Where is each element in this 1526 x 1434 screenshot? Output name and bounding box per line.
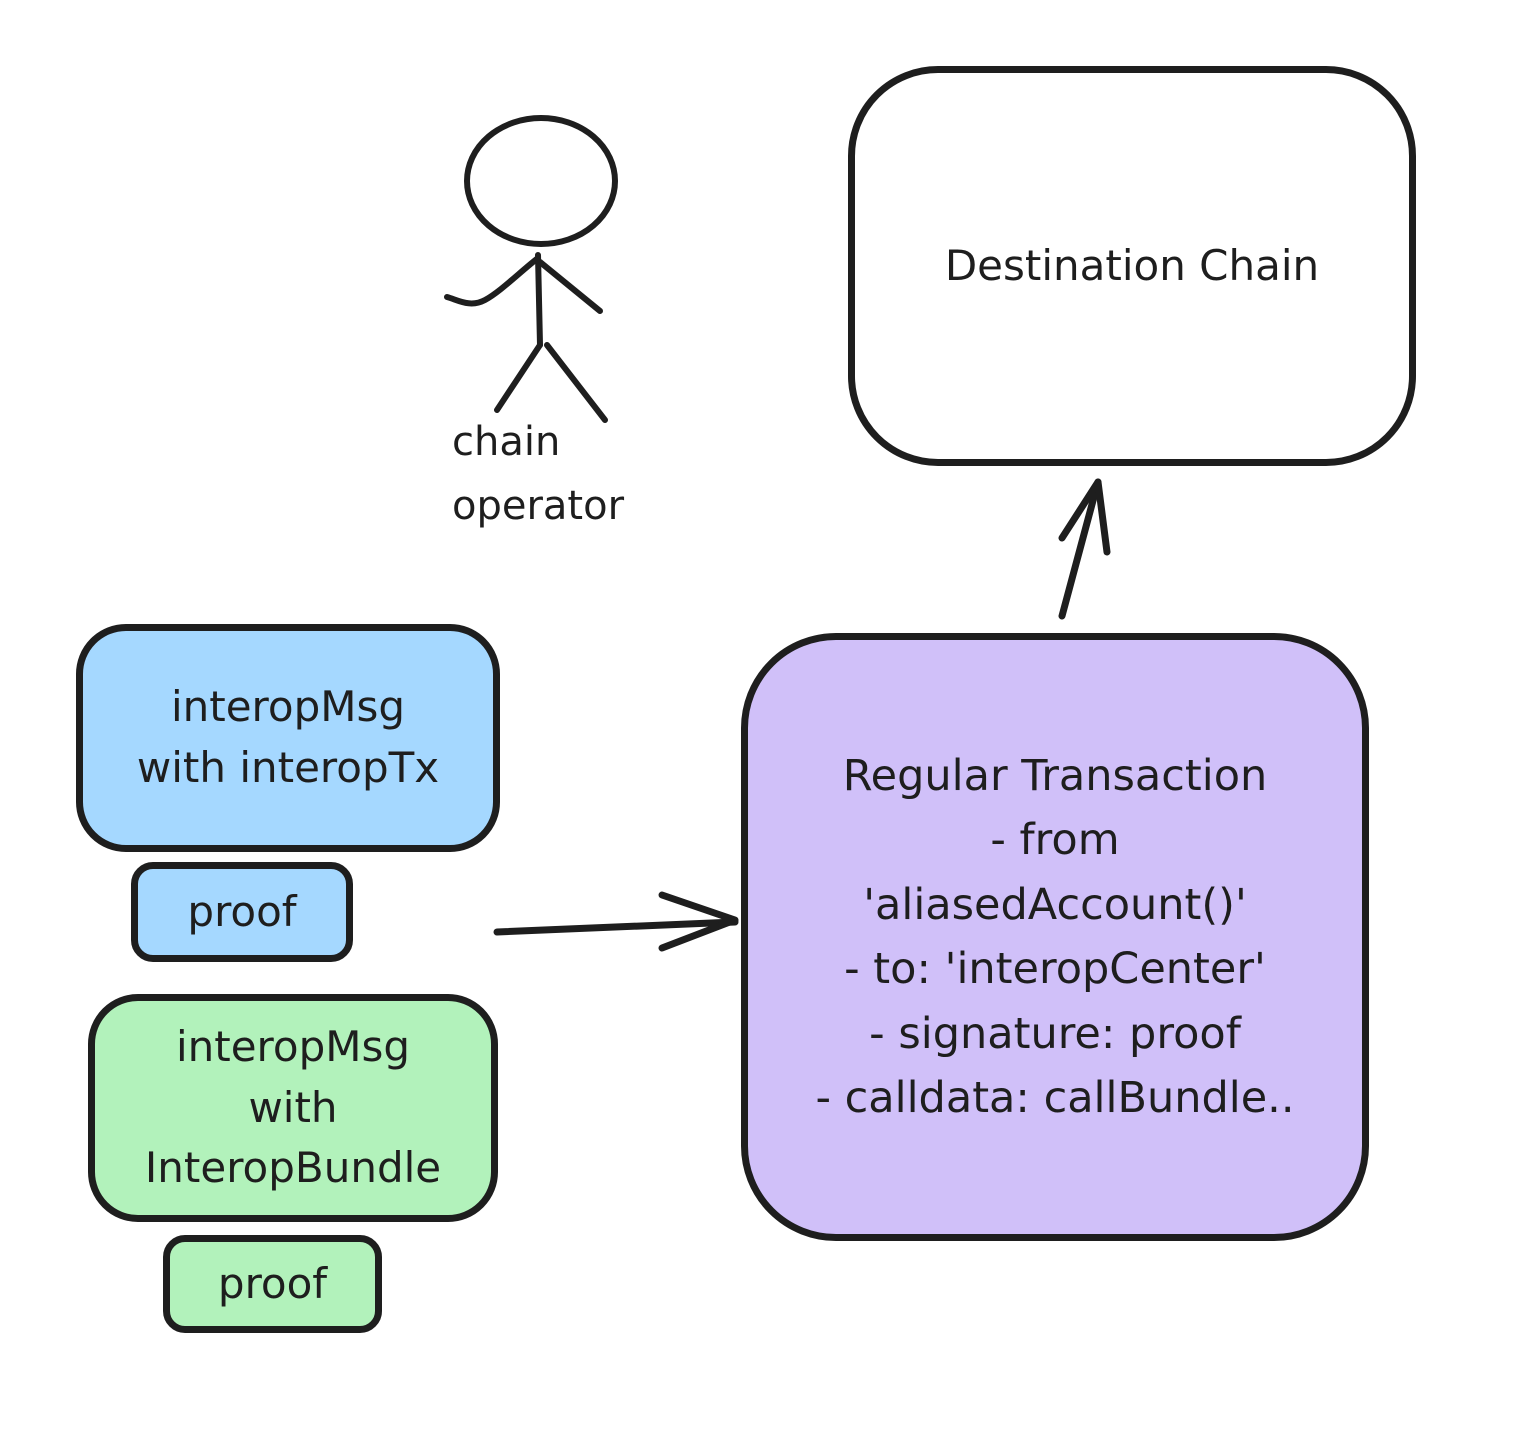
stick-figure-right-leg [544,342,608,423]
actor-label-line: chain [452,419,561,465]
regular-transaction-line: 'aliasedAccount()' [863,879,1247,930]
destination-chain-title: Destination Chain [944,241,1320,290]
interop-tx-proof-label: proof [187,886,297,936]
stick-figure-right-arm [537,259,603,314]
stick-figure-body [535,252,543,348]
interop-bundle-line: interopMsg [175,1021,411,1071]
stick-figure-head [464,115,618,247]
actor-label-line: operator [452,483,625,529]
regular-transaction-line: Regular Transaction [842,750,1268,801]
interop-tx-line: with interopTx [136,743,440,792]
arrow-to-regular-transaction [493,891,739,952]
actor-label: chain operator [452,410,624,538]
interop-tx-proof-box: proof [131,862,353,962]
regular-transaction-line: - signature: proof [869,1008,1241,1059]
regular-transaction-line: - from [990,815,1120,865]
interop-bundle-proof-label: proof [217,1258,328,1308]
arrow-to-destination-chain [1058,478,1111,620]
interop-bundle-line: with [248,1082,338,1132]
stick-figure-left-arm [444,255,541,307]
interop-tx-line: interopMsg [170,682,406,732]
regular-transaction-box: Regular Transaction - from 'aliasedAccou… [741,633,1369,1241]
stick-figure-left-leg [494,342,543,413]
destination-chain-box: Destination Chain [848,66,1416,466]
regular-transaction-line: - to: 'interopCenter' [844,944,1266,994]
stick-figure-icon [444,115,618,423]
interop-bundle-line: InteropBundle [144,1143,442,1193]
regular-transaction-line: - calldata: callBundle.. [815,1073,1295,1123]
interop-tx-box: interopMsg with interopTx [76,624,500,852]
interop-bundle-box: interopMsg with InteropBundle [88,994,498,1222]
interop-bundle-proof-box: proof [163,1235,382,1333]
